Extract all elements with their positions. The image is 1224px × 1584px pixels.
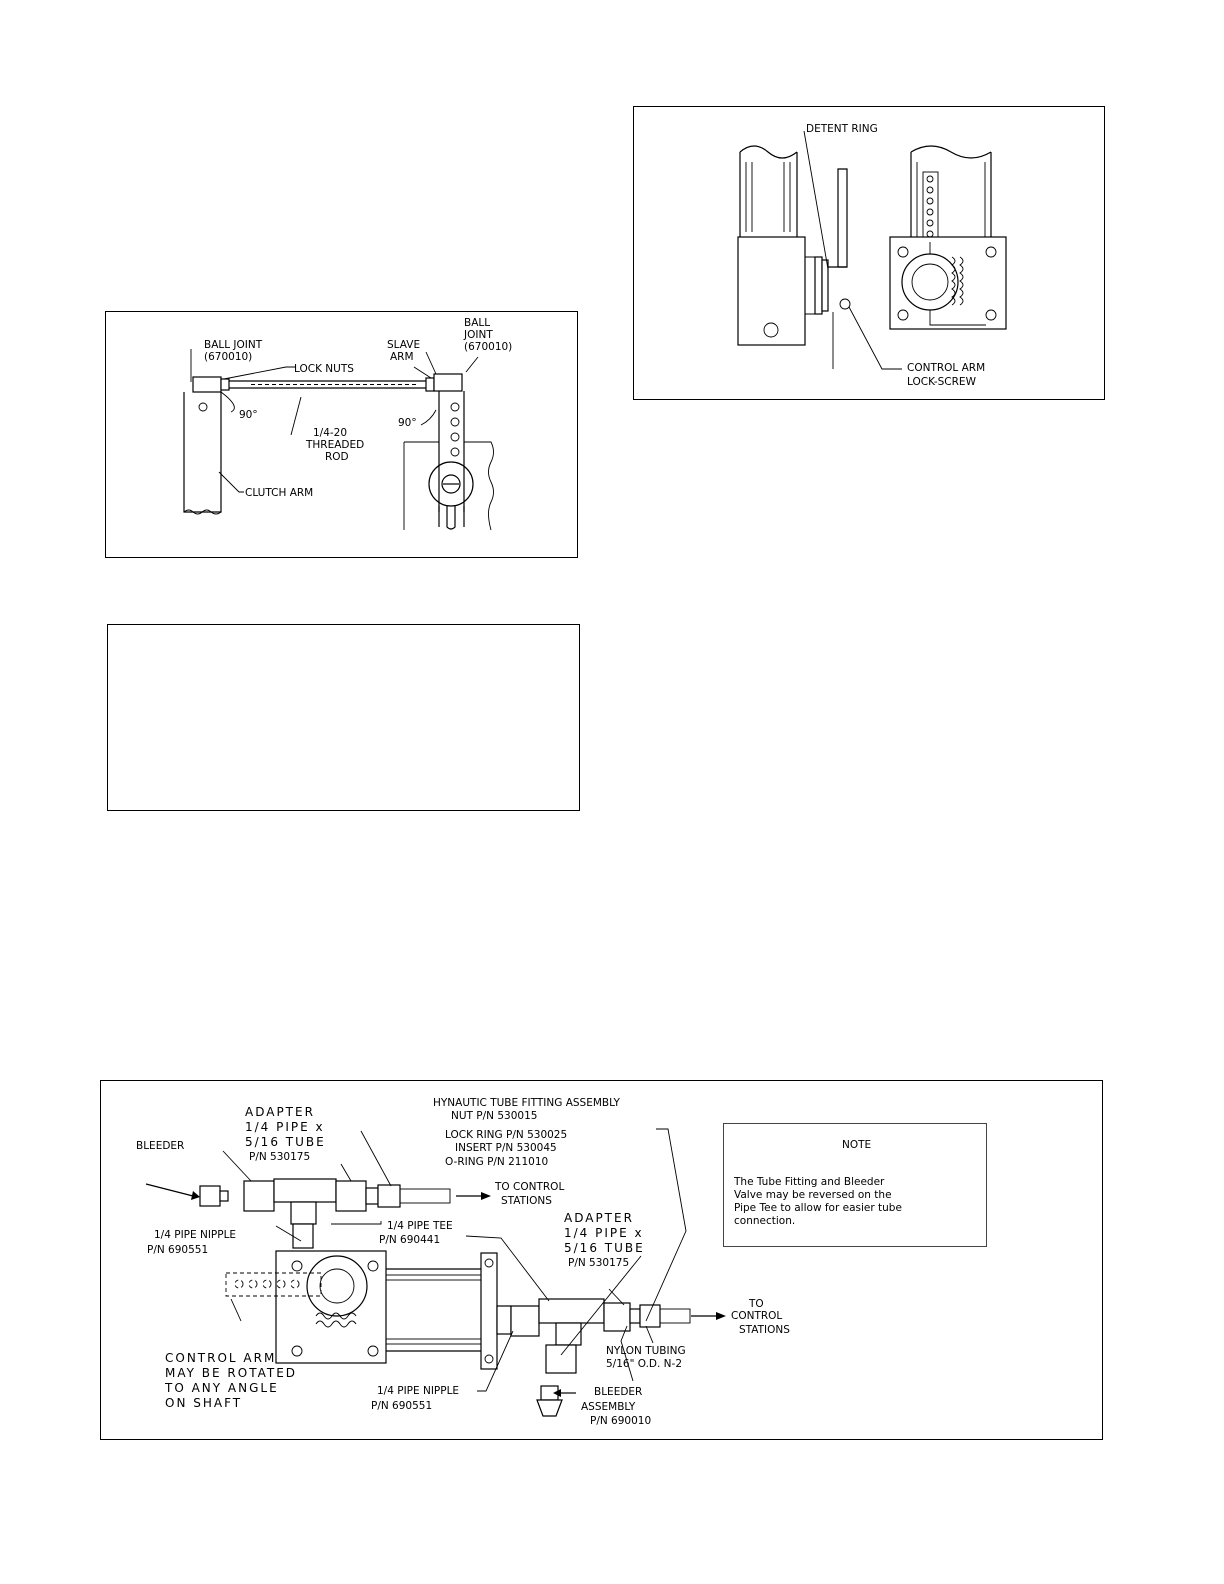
right-ball-joint bbox=[433, 373, 463, 392]
label-pipe-nipple-top-1: P/N 690551 bbox=[147, 1244, 208, 1256]
note-line-1: Valve may be reversed on the bbox=[734, 1189, 892, 1201]
label-bleeder-assembly-0: BLEEDER bbox=[594, 1386, 642, 1398]
top-pipe-nipple bbox=[292, 1223, 314, 1249]
label-ball-joint-right-2: JOINT bbox=[463, 329, 493, 341]
label-angle-right: 90° bbox=[398, 417, 417, 429]
label-to-control-top-0: TO CONTROL bbox=[494, 1181, 564, 1193]
label-nylon-tubing-1: 5/16" O.D. N-2 bbox=[606, 1358, 682, 1370]
left-hub-block bbox=[737, 236, 806, 346]
right-pipe-tee bbox=[538, 1298, 605, 1324]
label-bleeder-assembly-1: ASSEMBLY bbox=[581, 1401, 636, 1413]
label-hynautic-2: LOCK RING P/N 530025 bbox=[445, 1129, 567, 1141]
label-clutch-arm: CLUTCH ARM bbox=[245, 487, 313, 499]
top-pipe-tee bbox=[273, 1178, 337, 1203]
label-adapter-right-1: 1/4 PIPE x bbox=[564, 1226, 644, 1240]
label-ball-joint-left-pn: (670010) bbox=[204, 351, 252, 363]
label-hynautic-0: HYNAUTIC TUBE FITTING ASSEMBLY bbox=[433, 1097, 621, 1109]
label-control-arm-2: TO ANY ANGLE bbox=[164, 1381, 279, 1395]
label-control-arm-1: MAY BE ROTATED bbox=[165, 1366, 297, 1380]
label-rod-1: 1/4-20 bbox=[313, 427, 347, 439]
top-adapter-right bbox=[335, 1180, 367, 1212]
top-adapter-left bbox=[243, 1180, 275, 1212]
label-adapter-right-0: ADAPTER bbox=[564, 1211, 634, 1225]
label-pipe-nipple-top-0: 1/4 PIPE NIPPLE bbox=[154, 1229, 236, 1241]
label-adapter-top-3: P/N 530175 bbox=[249, 1151, 310, 1163]
note-content: NOTE The Tube Fitting and Bleeder Valve … bbox=[733, 1139, 902, 1227]
label-rod-3: ROD bbox=[325, 451, 349, 463]
note-line-3: connection. bbox=[734, 1215, 795, 1227]
label-to-control-right-2: STATIONS bbox=[739, 1324, 790, 1336]
label-pipe-nipple-bottom-1: P/N 690551 bbox=[371, 1400, 432, 1412]
label-adapter-top-1: 1/4 PIPE x bbox=[245, 1120, 325, 1134]
label-hynautic-1: NUT P/N 530015 bbox=[451, 1110, 537, 1122]
detent-ring-shape bbox=[814, 256, 823, 315]
right-adapter bbox=[603, 1302, 631, 1332]
label-bleeder: BLEEDER bbox=[136, 1140, 184, 1152]
label-pipe-tee-0: 1/4 PIPE TEE bbox=[387, 1220, 453, 1232]
label-slave-arm-2: ARM bbox=[390, 351, 414, 363]
label-adapter-right-2: 5/16 TUBE bbox=[564, 1241, 645, 1255]
label-adapter-top-2: 5/16 TUBE bbox=[245, 1135, 326, 1149]
label-detent-ring: DETENT RING bbox=[806, 123, 878, 135]
note-line-2: Pipe Tee to allow for easier tube bbox=[734, 1202, 902, 1214]
hydraulic-assembly-diagram: ADAPTER 1/4 PIPE x 5/16 TUBE P/N 530175 … bbox=[100, 1080, 1103, 1440]
label-ball-joint-left: BALL JOINT bbox=[204, 339, 263, 351]
label-to-control-right-0: TO bbox=[748, 1298, 764, 1310]
control-arm-dashed bbox=[225, 1272, 322, 1297]
note-title: NOTE bbox=[842, 1139, 871, 1151]
label-hynautic-3: INSERT P/N 530045 bbox=[455, 1142, 557, 1154]
label-control-arm-0: CONTROL ARM bbox=[165, 1351, 276, 1365]
label-adapter-top-0: ADAPTER bbox=[245, 1105, 315, 1119]
label-lock-nuts: LOCK NUTS bbox=[294, 363, 354, 375]
label-pipe-tee-1: P/N 690441 bbox=[379, 1234, 440, 1246]
left-ball-joint bbox=[192, 376, 222, 393]
label-adapter-right-3: P/N 530175 bbox=[568, 1257, 629, 1269]
label-nylon-tubing-0: NYLON TUBING bbox=[606, 1345, 686, 1357]
note-line-0: The Tube Fitting and Bleeder bbox=[733, 1176, 885, 1188]
label-ball-joint-right-1: BALL bbox=[464, 317, 490, 329]
label-control-arm-2: LOCK-SCREW bbox=[907, 376, 977, 388]
detent-ring-diagram: DETENT RING CONTROL ARM LOCK-SCREW bbox=[633, 106, 1105, 400]
note-box: NOTE The Tube Fitting and Bleeder Valve … bbox=[723, 1123, 987, 1247]
label-to-control-top-1: STATIONS bbox=[501, 1195, 552, 1207]
label-pipe-nipple-bottom-0: 1/4 PIPE NIPPLE bbox=[377, 1385, 459, 1397]
right-pipe-nipple bbox=[510, 1305, 540, 1337]
label-angle-left: 90° bbox=[239, 409, 258, 421]
label-bleeder-assembly-2: P/N 690010 bbox=[590, 1415, 651, 1427]
assembly-drawing: ADAPTER 1/4 PIPE x 5/16 TUBE P/N 530175 … bbox=[136, 1097, 790, 1427]
linkage-drawing: BALL JOINT (670010) LOCK NUTS SLAVE ARM … bbox=[183, 317, 512, 531]
label-slave-arm-1: SLAVE bbox=[387, 339, 420, 351]
label-to-control-right-1: CONTROL bbox=[731, 1310, 782, 1322]
blank-text-box bbox=[107, 624, 580, 811]
cylinder-end-plate bbox=[480, 1252, 498, 1370]
slave-arm bbox=[438, 391, 465, 512]
label-rod-2: THREADED bbox=[305, 439, 364, 451]
detent-drawing: DETENT RING CONTROL ARM LOCK-SCREW bbox=[737, 123, 1007, 388]
clutch-arm-shape bbox=[183, 392, 222, 513]
label-ball-joint-right-pn: (670010) bbox=[464, 341, 512, 353]
label-hynautic-4: O-RING P/N 211010 bbox=[445, 1156, 548, 1168]
label-control-arm-1: CONTROL ARM bbox=[907, 362, 985, 374]
linkage-diagram: BALL JOINT (670010) LOCK NUTS SLAVE ARM … bbox=[105, 311, 578, 558]
label-control-arm-3: ON SHAFT bbox=[165, 1396, 242, 1410]
